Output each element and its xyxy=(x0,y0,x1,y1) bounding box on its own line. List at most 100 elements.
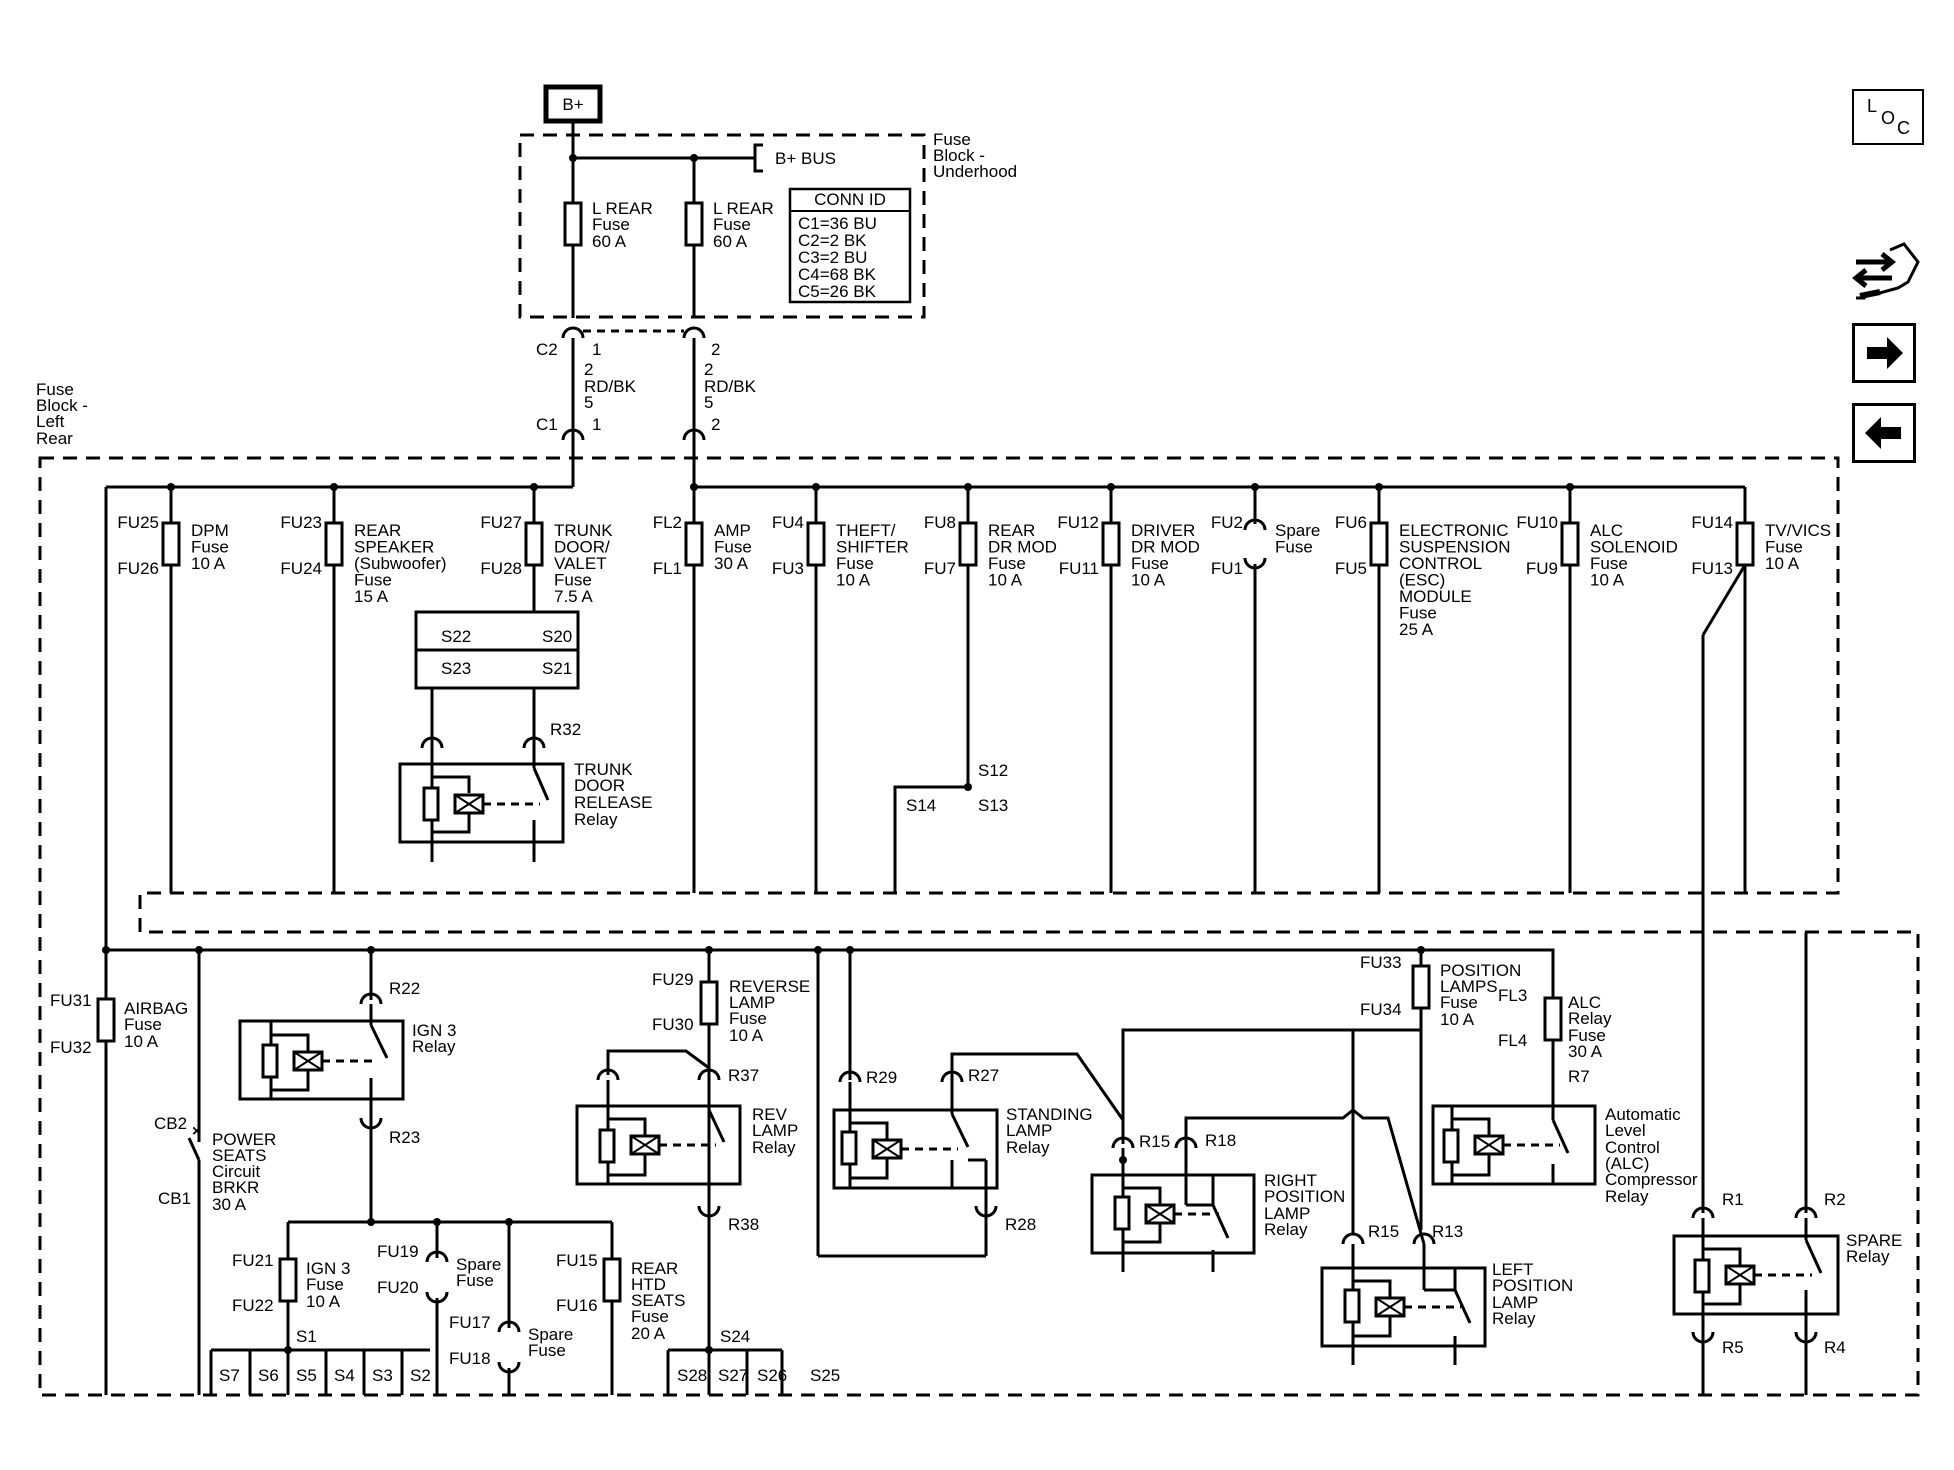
fuse-id-top: FU23 xyxy=(280,513,322,532)
fuse-desc-line: Fuse xyxy=(1399,604,1437,623)
svg-text:R38: R38 xyxy=(728,1215,759,1234)
svg-text:L REAR: L REAR xyxy=(713,199,774,218)
trunk-door-release-label: TRUNK DOOR RELEASE Relay xyxy=(574,760,652,829)
underhood-fuse-block-outline xyxy=(518,133,926,319)
fuse-id-bottom: FU28 xyxy=(480,559,522,578)
svg-text:LEFT: LEFT xyxy=(1492,1260,1534,1279)
svg-text:2: 2 xyxy=(711,340,720,359)
svg-text:FU15: FU15 xyxy=(556,1251,598,1270)
svg-text:Spare: Spare xyxy=(528,1325,573,1344)
fuse-desc-line: Fuse xyxy=(1131,554,1169,573)
svg-text:S28: S28 xyxy=(677,1366,707,1385)
svg-text:Fuse: Fuse xyxy=(933,130,971,149)
location-button[interactable]: L O C xyxy=(1852,89,1924,145)
svg-text:Rear: Rear xyxy=(36,429,73,448)
svg-text:FU21: FU21 xyxy=(232,1251,274,1270)
svg-text:R15: R15 xyxy=(1368,1222,1399,1241)
fuse-desc-line: Fuse xyxy=(988,554,1026,573)
fuse-id-bottom: FU3 xyxy=(772,559,804,578)
svg-text:Fuse: Fuse xyxy=(713,215,751,234)
c1-label: C1 xyxy=(536,415,558,434)
c2-label: C2 xyxy=(536,340,558,359)
s1-splice-labels: S7 S6 S5 S4 S3 S2 xyxy=(219,1366,431,1385)
fuse-desc-line: Fuse xyxy=(1275,538,1313,557)
airbag-fuse xyxy=(96,997,116,1043)
next-button[interactable] xyxy=(1852,323,1916,383)
svg-text:(ALC): (ALC) xyxy=(1605,1154,1649,1173)
fuse-id-bottom: FL1 xyxy=(653,559,682,578)
airbag-fuse-label: FU31 FU32 AIRBAG Fuse 10 A xyxy=(50,991,188,1057)
left-rear-fuse-block-outline xyxy=(38,456,1920,1397)
svg-text:L REAR: L REAR xyxy=(592,199,653,218)
svg-text:S21: S21 xyxy=(542,659,572,678)
previous-button[interactable] xyxy=(1852,403,1916,463)
fuse-desc-line: Spare xyxy=(1275,521,1320,540)
rear-dr-mod-fuse xyxy=(958,521,978,567)
svg-text:ALC: ALC xyxy=(1568,993,1601,1012)
tools-button[interactable] xyxy=(1851,238,1922,308)
ign3-fuse xyxy=(278,1257,298,1303)
svg-text:2: 2 xyxy=(704,360,713,379)
svg-text:REV: REV xyxy=(752,1105,788,1124)
fuse-id-top: FU2 xyxy=(1211,513,1243,532)
l-rear-fuse-a xyxy=(563,201,583,247)
svg-text:FU22: FU22 xyxy=(232,1296,274,1315)
svg-text:30 A: 30 A xyxy=(212,1195,247,1214)
reverse-lamp-fuse-label: FU29 FU30 REVERSE LAMP Fuse 10 A xyxy=(652,970,810,1045)
standing-lamp-relay xyxy=(832,1052,1125,1218)
l-rear-fuse-b-label: L REAR Fuse 60 A xyxy=(713,199,774,251)
fuse-desc-line: 10 A xyxy=(1765,554,1800,573)
esc-module-fuse xyxy=(1369,521,1389,567)
svg-text:R2: R2 xyxy=(1824,1190,1846,1209)
svg-text:2: 2 xyxy=(584,360,593,379)
alc-relay-fuse-label: FL3 FL4 ALC Relay Fuse 30 A xyxy=(1498,986,1612,1061)
svg-text:60 A: 60 A xyxy=(713,232,748,251)
svg-text:LAMP: LAMP xyxy=(752,1121,798,1140)
fuse-desc-line: 30 A xyxy=(714,554,749,573)
fuse-desc-line: SUSPENSION xyxy=(1399,538,1510,557)
svg-text:FU16: FU16 xyxy=(556,1296,598,1315)
fuse-desc-line: (ESC) xyxy=(1399,571,1445,590)
svg-text:S22: S22 xyxy=(441,627,471,646)
rev-lamp-relay-label: REV LAMP Relay xyxy=(752,1105,798,1157)
svg-text:Level: Level xyxy=(1605,1121,1646,1140)
svg-text:S7: S7 xyxy=(219,1366,240,1385)
svg-text:S5: S5 xyxy=(296,1366,317,1385)
wire-b-label: 2 RD/BK 5 xyxy=(704,360,757,412)
l-rear-fuse-b xyxy=(684,201,704,247)
left-rear-fuse-block-label: Fuse Block - Left Rear xyxy=(36,380,88,448)
svg-text:FU32: FU32 xyxy=(50,1038,92,1057)
fuse-desc-line: 10 A xyxy=(1131,571,1166,590)
spare-relay-label: SPARE Relay xyxy=(1846,1231,1902,1266)
alc-compressor-relay xyxy=(1431,1080,1597,1186)
connector-c2-b xyxy=(682,326,706,339)
spare-fuse-fu19 xyxy=(422,1250,452,1304)
svg-text:Automatic: Automatic xyxy=(1605,1105,1681,1124)
svg-text:S3: S3 xyxy=(372,1366,393,1385)
svg-text:Fuse: Fuse xyxy=(528,1341,566,1360)
fuse-desc-line: Fuse xyxy=(354,571,392,590)
svg-text:CONN ID: CONN ID xyxy=(814,190,886,209)
svg-text:1: 1 xyxy=(592,415,601,434)
position-lamps-fuse-label: FU33 FU34 POSITION LAMPS Fuse 10 A xyxy=(1360,953,1521,1029)
driver-dr-mod-fuse xyxy=(1101,521,1121,567)
fuse-desc-line: 10 A xyxy=(988,571,1023,590)
svg-text:S24: S24 xyxy=(720,1327,750,1346)
fuse-desc-line: Fuse xyxy=(714,538,752,557)
svg-text:S27: S27 xyxy=(718,1366,748,1385)
fuse-desc-line: VALET xyxy=(554,554,607,573)
fuse-id-bottom: FU5 xyxy=(1335,559,1367,578)
fuse-desc-line: CONTROL xyxy=(1399,554,1482,573)
svg-text:R27: R27 xyxy=(968,1066,999,1085)
svg-text:FU17: FU17 xyxy=(449,1313,491,1332)
fuse-desc-line: 25 A xyxy=(1399,620,1434,639)
spare-fuse-fu2 xyxy=(1240,518,1270,570)
wire-a-label: 2 RD/BK 5 xyxy=(584,360,637,412)
svg-text:S1: S1 xyxy=(296,1327,317,1346)
power-seats-breaker-label: CB2 CB1 POWER SEATS Circuit BRKR 30 A xyxy=(154,1114,276,1214)
svg-text:Circuit: Circuit xyxy=(212,1162,260,1181)
fuse-id-top: FU10 xyxy=(1516,513,1558,532)
